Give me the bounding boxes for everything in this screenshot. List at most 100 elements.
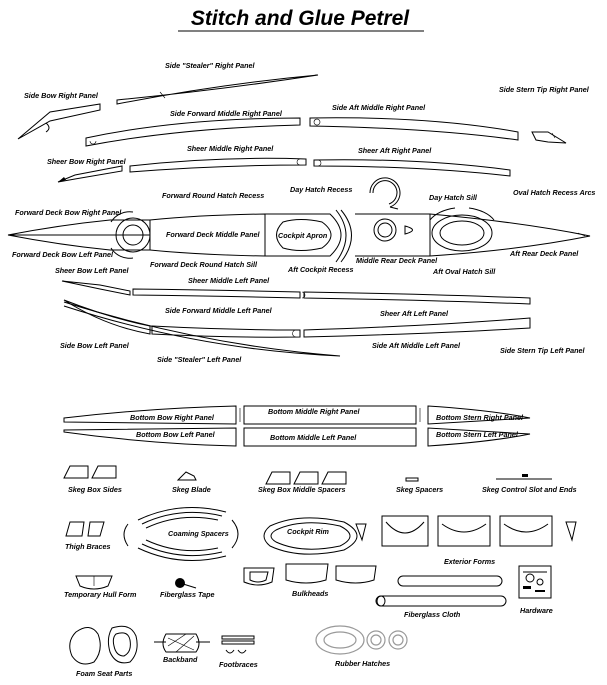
- label-side-aft-middle-right: Side Aft Middle Right Panel: [332, 103, 426, 112]
- side-stealer-right-panel: [116, 74, 319, 105]
- label-side-forward-middle-right: Side Forward Middle Right Panel: [170, 109, 283, 118]
- sheer-aft-right-panel: [313, 159, 511, 177]
- label-side-aft-middle-left: Side Aft Middle Left Panel: [372, 341, 461, 350]
- skeg-blade: [176, 471, 197, 481]
- side-forward-middle-right-panel: [85, 117, 301, 147]
- side-stern-tip-right-panel: [531, 131, 567, 144]
- label-skeg-box-sides: Skeg Box Sides: [68, 485, 122, 494]
- label-side-stern-tip-right: Side Stern Tip Right Panel: [499, 85, 590, 94]
- label-hardware: Hardware: [520, 606, 553, 615]
- backband: [154, 633, 210, 653]
- hardware: [518, 565, 552, 599]
- bulkheads: [243, 563, 377, 586]
- bottom-stern-left-panel: [427, 427, 531, 447]
- skeg-control-slot-and-ends: [496, 474, 552, 480]
- side-aft-middle-left-panel: [303, 317, 531, 338]
- middle-rear-deck-panel: [355, 213, 431, 257]
- label-exterior-forms: Exterior Forms: [444, 557, 495, 566]
- side-aft-middle-right-panel: [309, 117, 519, 141]
- label-side-stealer-left: Side "Stealer" Left Panel: [157, 355, 242, 364]
- foam-seat-parts: [69, 625, 138, 665]
- label-oval-hatch-recess-arcs: Oval Hatch Recess Arcs: [513, 188, 595, 197]
- bottom-bow-right-panel: [63, 405, 237, 425]
- exterior-forms: [355, 515, 577, 547]
- label-bottom-bow-left: Bottom Bow Left Panel: [136, 430, 216, 439]
- label-side-stern-tip-left: Side Stern Tip Left Panel: [500, 346, 586, 355]
- rubber-hatches: [315, 625, 408, 655]
- bottom-middle-left-panel: [243, 427, 417, 447]
- label-aft-oval-hatch-sill: Aft Oval Hatch Sill: [432, 267, 496, 276]
- label-bulkheads: Bulkheads: [292, 589, 328, 598]
- side-stealer-left-panel: [63, 301, 341, 357]
- label-sheer-middle-right: Sheer Middle Right Panel: [187, 144, 274, 153]
- skeg-spacers: [405, 477, 419, 482]
- label-day-hatch-sill: Day Hatch Sill: [429, 193, 478, 202]
- label-footbraces: Footbraces: [219, 660, 258, 669]
- label-forward-round-hatch-recess: Forward Round Hatch Recess: [162, 191, 264, 200]
- label-skeg-box-middle-spacers: Skeg Box Middle Spacers: [258, 485, 345, 494]
- bottom-stern-right-panel: [427, 405, 531, 425]
- bottom-middle-right-panel: [239, 405, 421, 425]
- label-rubber-hatches: Rubber Hatches: [335, 659, 390, 668]
- label-backband: Backband: [163, 655, 198, 664]
- label-bottom-middle-left: Bottom Middle Left Panel: [270, 433, 357, 442]
- label-sheer-aft-right: Sheer Aft Right Panel: [358, 146, 432, 155]
- label-side-stealer-right: Side "Stealer" Right Panel: [165, 61, 255, 70]
- label-sheer-aft-left: Sheer Aft Left Panel: [380, 309, 449, 318]
- label-temporary-hull-form: Temporary Hull Form: [64, 590, 137, 599]
- label-bottom-stern-left: Bottom Stern Left Panel: [436, 430, 519, 439]
- label-coaming-spacers: Coaming Spacers: [168, 529, 229, 538]
- forward-round-hatch-recess: [110, 211, 151, 259]
- sheer-bow-right-panel: [57, 165, 123, 183]
- forward-deck-bow-left-panel: [7, 234, 151, 251]
- label-forward-deck-bow-right: Forward Deck Bow Right Panel: [15, 208, 122, 217]
- cockpit-rim: [263, 517, 358, 555]
- fiberglass-cloth: [375, 575, 507, 607]
- aft-oval-hatch-sill: [429, 207, 495, 252]
- sheer-aft-left-panel: [301, 291, 531, 305]
- page-title: Stitch and Glue Petrel: [191, 7, 410, 30]
- label-skeg-spacers: Skeg Spacers: [396, 485, 443, 494]
- sheer-middle-left-panel: [132, 288, 301, 299]
- label-cockpit-apron: Cockpit Apron: [278, 231, 328, 240]
- temporary-hull-form: [75, 575, 113, 590]
- label-aft-rear-deck: Aft Rear Deck Panel: [509, 249, 579, 258]
- label-bottom-middle-right: Bottom Middle Right Panel: [268, 407, 360, 416]
- side-bow-right-panel: [17, 103, 101, 140]
- label-side-bow-right: Side Bow Right Panel: [24, 91, 99, 100]
- label-forward-deck-middle: Forward Deck Middle Panel: [166, 230, 260, 239]
- label-skeg-control: Skeg Control Slot and Ends: [482, 485, 577, 494]
- label-thigh-braces: Thigh Braces: [65, 542, 111, 551]
- fiberglass-tape: [175, 578, 197, 589]
- label-forward-deck-round-hatch-sill: Forward Deck Round Hatch Sill: [150, 260, 258, 269]
- coaming-spacers: [123, 507, 239, 561]
- cockpit-apron: [264, 213, 342, 257]
- label-fiberglass-tape: Fiberglass Tape: [160, 590, 214, 599]
- sheer-middle-right-panel: [129, 157, 307, 173]
- label-sheer-middle-left: Sheer Middle Left Panel: [188, 276, 270, 285]
- skeg-box-middle-spacers: [265, 471, 347, 485]
- label-foam-seat-parts: Foam Seat Parts: [76, 669, 132, 678]
- label-bottom-bow-right: Bottom Bow Right Panel: [130, 413, 215, 422]
- label-skeg-blade: Skeg Blade: [172, 485, 211, 494]
- day-hatch-recess: [369, 177, 401, 210]
- side-forward-middle-left-panel: [151, 325, 301, 338]
- sheer-bow-left-panel: [61, 280, 131, 296]
- label-bottom-stern-right: Bottom Stern Right Panel: [436, 413, 524, 422]
- bottom-bow-left-panel: [63, 427, 237, 447]
- label-cockpit-rim: Cockpit Rim: [287, 527, 330, 536]
- label-day-hatch-recess: Day Hatch Recess: [290, 185, 352, 194]
- forward-deck-bow-right-panel: [7, 219, 151, 236]
- label-middle-rear-deck: Middle Rear Deck Panel: [356, 256, 438, 265]
- footbraces: [221, 635, 255, 654]
- label-sheer-bow-left: Sheer Bow Left Panel: [55, 266, 129, 275]
- aft-rear-deck-panel: [429, 213, 591, 257]
- label-forward-deck-bow-left: Forward Deck Bow Left Panel: [12, 250, 114, 259]
- side-bow-left-panel: [63, 299, 151, 335]
- aft-cockpit-recess: [335, 209, 352, 263]
- label-fiberglass-cloth: Fiberglass Cloth: [404, 610, 461, 619]
- skeg-box-sides: [63, 465, 117, 479]
- label-aft-cockpit-recess: Aft Cockpit Recess: [287, 265, 354, 274]
